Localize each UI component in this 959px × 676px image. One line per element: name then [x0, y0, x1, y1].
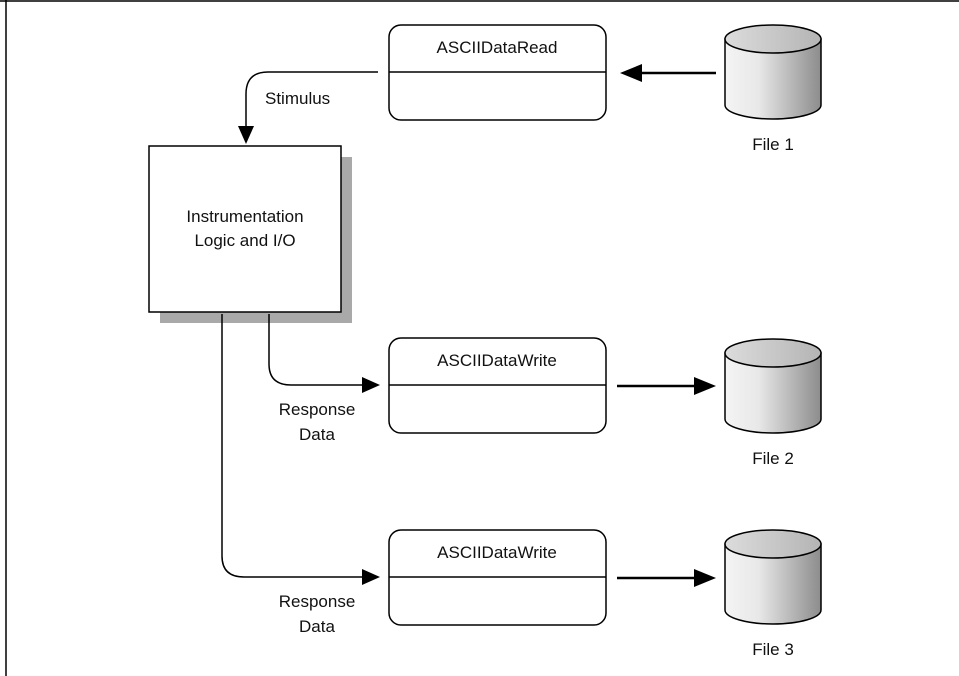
ascii-data-read-title: ASCIIDataRead [437, 38, 558, 57]
arrow-response-1 [268, 314, 380, 393]
arrow-stimulus [238, 71, 378, 144]
ascii-data-write-block-2: ASCIIDataWrite [388, 529, 607, 626]
arrow-write1-to-file2 [617, 377, 716, 395]
response-data-2-line2: Data [299, 617, 335, 636]
arrow-file1-to-read [620, 64, 716, 82]
file-1-label: File 1 [752, 135, 794, 154]
file-1-cylinder-icon [724, 24, 822, 120]
file-2-cylinder-icon [724, 338, 822, 434]
logic-block-label-line1: Instrumentation [186, 207, 303, 226]
ascii-data-write-block-1: ASCIIDataWrite [388, 337, 607, 434]
file-3-cylinder-icon [724, 529, 822, 625]
logic-block-label-line2: Logic and I/O [194, 231, 295, 250]
arrow-response-2 [221, 314, 380, 585]
arrow-write2-to-file3 [617, 569, 716, 587]
stimulus-label: Stimulus [265, 89, 330, 108]
file-2-label: File 2 [752, 449, 794, 468]
logic-block-box [148, 145, 342, 313]
response-data-2-line1: Response [279, 592, 356, 611]
file-3-label: File 3 [752, 640, 794, 659]
ascii-data-read-block: ASCIIDataRead [388, 24, 607, 121]
ascii-data-write-title-2: ASCIIDataWrite [437, 543, 557, 562]
ascii-data-write-title-1: ASCIIDataWrite [437, 351, 557, 370]
response-data-1-line1: Response [279, 400, 356, 419]
instrumentation-logic-block: Instrumentation Logic and I/O [148, 145, 352, 323]
response-data-1-line2: Data [299, 425, 335, 444]
